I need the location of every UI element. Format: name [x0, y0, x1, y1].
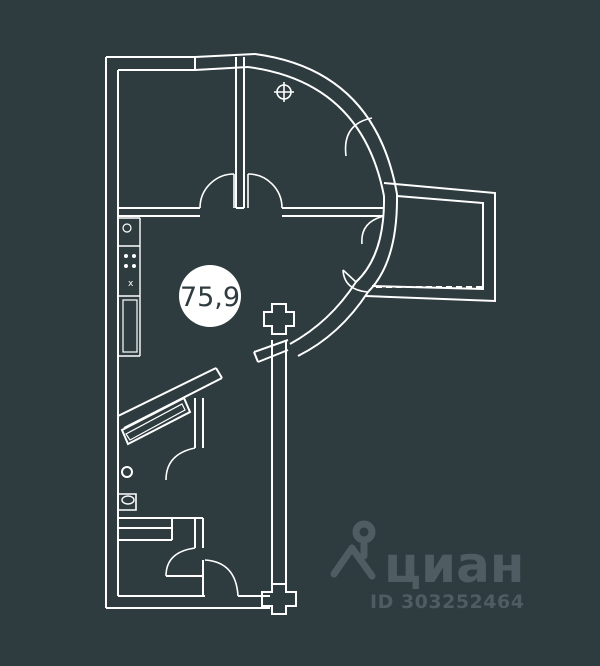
interior-walls: [118, 57, 385, 245]
area-badge: [179, 265, 241, 327]
watermark-brand: циан: [384, 536, 524, 594]
watermark-listing-id: ID 303252464: [370, 591, 524, 613]
balcony: [342, 182, 496, 303]
watermark: циан ID 303252464: [330, 520, 524, 613]
kitchen-counter: [118, 217, 141, 357]
stove-icon: [124, 254, 136, 268]
kitchen-x-mark: x: [128, 279, 134, 289]
map-pin-icon: [330, 520, 376, 580]
area-label: 75,9: [180, 282, 240, 313]
lamp-icon: [274, 82, 294, 102]
bathroom: [117, 367, 270, 597]
column-duct: [253, 303, 297, 615]
outer-walls: [105, 53, 399, 609]
